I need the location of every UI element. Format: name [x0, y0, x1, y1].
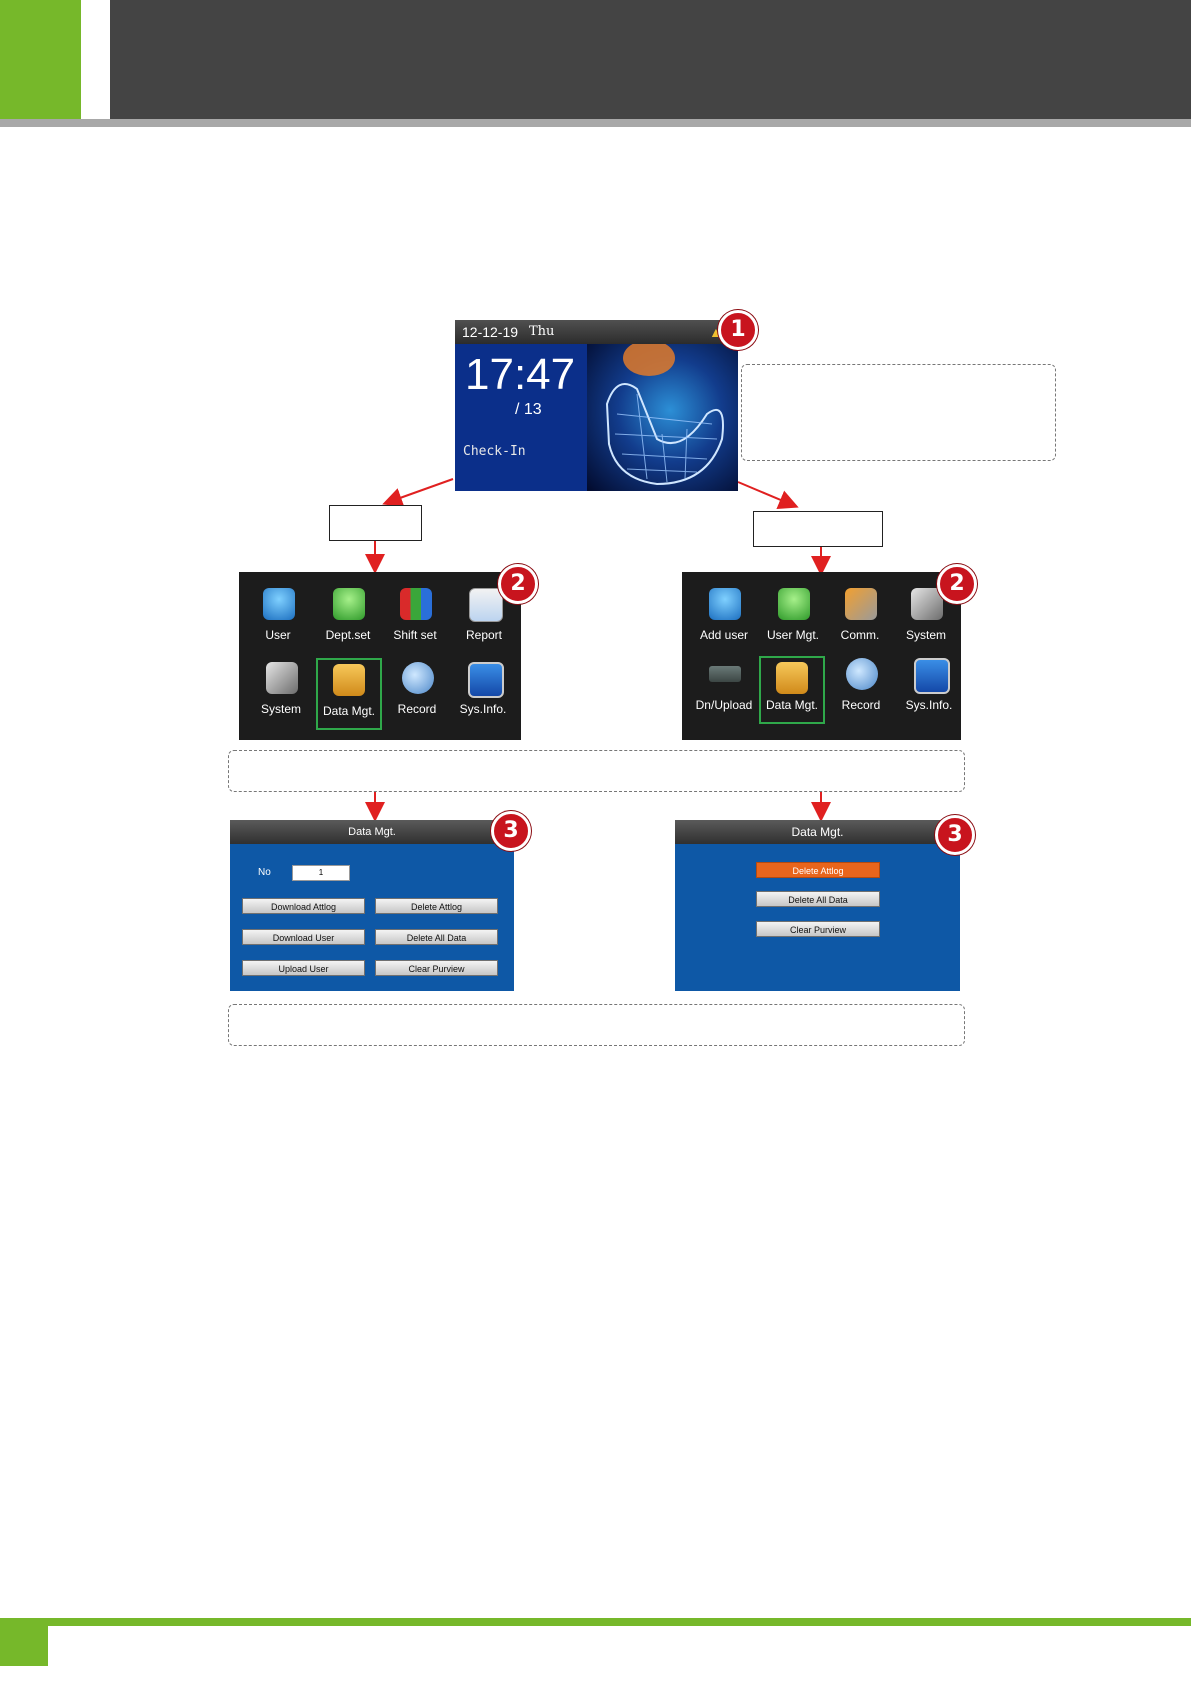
- data-mgt-title: Data Mgt.: [230, 820, 514, 844]
- header-dark-bar: [110, 0, 1191, 119]
- download-user-button[interactable]: Download User: [242, 929, 365, 945]
- clear-purview-button[interactable]: Clear Purview: [375, 960, 498, 976]
- note-band-middle: [228, 750, 965, 792]
- step-badge-2-right: 2: [937, 564, 977, 604]
- fingerprint-hand-image: [587, 340, 738, 491]
- clock-time: 17:47: [465, 350, 576, 399]
- user-management-icon: [778, 588, 810, 620]
- add-user-icon: [709, 588, 741, 620]
- menu-item-label: Data Mgt.: [322, 704, 376, 718]
- note-box-main: [741, 364, 1056, 461]
- menu-item-user[interactable]: User: [245, 584, 311, 650]
- attendance-state: Check-In: [463, 444, 526, 459]
- data-mgt-title: Data Mgt.: [675, 820, 960, 844]
- menu-item-system[interactable]: System: [893, 584, 959, 650]
- right-main-menu: Add user User Mgt. Comm. System Dn/Uploa…: [682, 572, 961, 740]
- label-box-left: [329, 505, 422, 541]
- weekday-text: Thu: [529, 324, 555, 339]
- menu-item-comm[interactable]: Comm.: [827, 584, 893, 650]
- menu-item-label: Shift set: [393, 628, 437, 642]
- clock-subline: / 13: [515, 401, 542, 418]
- menu-item-label: Dn/Upload: [695, 698, 753, 712]
- label-box-right: [753, 511, 883, 547]
- footer-green-block: [0, 1626, 48, 1666]
- menu-item-dn-upload[interactable]: Dn/Upload: [691, 654, 757, 720]
- menu-item-label: Comm.: [840, 628, 880, 642]
- hand-wireframe-icon: [605, 340, 724, 486]
- download-attlog-button[interactable]: Download Attlog: [242, 898, 365, 914]
- tools-icon: [911, 588, 943, 620]
- menu-item-add-user[interactable]: Add user: [691, 584, 757, 650]
- menu-item-label: Dept.set: [325, 628, 371, 642]
- menu-item-record[interactable]: Record: [384, 658, 450, 724]
- monitor-icon: [468, 662, 504, 698]
- monitor-icon: [914, 658, 950, 694]
- menu-item-label: Record: [397, 702, 437, 716]
- menu-item-data-mgt[interactable]: Data Mgt.: [316, 658, 382, 730]
- menu-item-label: System: [905, 628, 946, 642]
- record-search-icon: [846, 658, 878, 690]
- delete-attlog-button[interactable]: Delete Attlog: [375, 898, 498, 914]
- clear-purview-button[interactable]: Clear Purview: [756, 921, 880, 937]
- no-input[interactable]: 1: [292, 865, 350, 881]
- menu-item-data-mgt[interactable]: Data Mgt.: [759, 656, 825, 724]
- menu-item-label: Sys.Info.: [905, 698, 953, 712]
- date-text: 12-12-19: [462, 324, 519, 340]
- step-badge-3-right: 3: [935, 815, 975, 855]
- communication-icon: [845, 588, 877, 620]
- delete-all-data-button[interactable]: Delete All Data: [375, 929, 498, 945]
- menu-item-system[interactable]: System: [248, 658, 314, 724]
- menu-item-report[interactable]: Report: [451, 584, 517, 650]
- delete-all-data-button[interactable]: Delete All Data: [756, 891, 880, 907]
- device-main-screen: 12-12-19 Thu ▲ 17:47 / 13 Check-In: [455, 320, 738, 491]
- menu-item-label: Add user: [699, 628, 749, 642]
- menu-item-sys-info[interactable]: Sys.Info.: [896, 654, 962, 720]
- delete-attlog-button[interactable]: Delete Attlog: [756, 862, 880, 878]
- menu-item-label: Data Mgt.: [765, 698, 819, 712]
- menu-item-label: System: [260, 702, 301, 716]
- record-search-icon: [402, 662, 434, 694]
- department-icon: [333, 588, 365, 620]
- user-icon: [263, 588, 295, 620]
- header-rule: [0, 119, 1191, 127]
- menu-item-label: User: [265, 628, 291, 642]
- left-data-mgt-screen: Data Mgt. No 1 Download Attlog Delete At…: [230, 820, 514, 991]
- menu-item-user-mgt[interactable]: User Mgt.: [760, 584, 826, 650]
- data-folder-icon: [776, 662, 808, 694]
- menu-item-shift-set[interactable]: Shift set: [382, 584, 448, 650]
- right-data-mgt-screen: Data Mgt. Delete Attlog Delete All Data …: [675, 820, 960, 991]
- no-label: No: [258, 867, 271, 878]
- header-green-block: [0, 0, 81, 119]
- shift-chart-icon: [400, 588, 432, 620]
- menu-item-sys-info[interactable]: Sys.Info.: [450, 658, 516, 724]
- step-badge-1: 1: [718, 310, 758, 350]
- report-icon: [469, 588, 503, 622]
- step-badge-2-left: 2: [498, 564, 538, 604]
- tools-icon: [266, 662, 298, 694]
- note-band-bottom: [228, 1004, 965, 1046]
- upload-user-button[interactable]: Upload User: [242, 960, 365, 976]
- menu-item-dept-set[interactable]: Dept.set: [315, 584, 381, 650]
- menu-item-label: Sys.Info.: [459, 702, 507, 716]
- menu-item-label: Report: [465, 628, 503, 642]
- footer-rule: [0, 1618, 1191, 1626]
- clock-panel: [455, 344, 587, 491]
- usb-drive-icon: [709, 666, 741, 682]
- menu-item-label: Record: [841, 698, 881, 712]
- step-badge-3-left: 3: [491, 811, 531, 851]
- menu-item-record[interactable]: Record: [828, 654, 894, 720]
- status-bar: 12-12-19 Thu ▲: [455, 320, 738, 344]
- data-folder-icon: [333, 664, 365, 696]
- left-main-menu: User Dept.set Shift set Report System Da…: [239, 572, 521, 740]
- menu-item-label: User Mgt.: [766, 628, 819, 642]
